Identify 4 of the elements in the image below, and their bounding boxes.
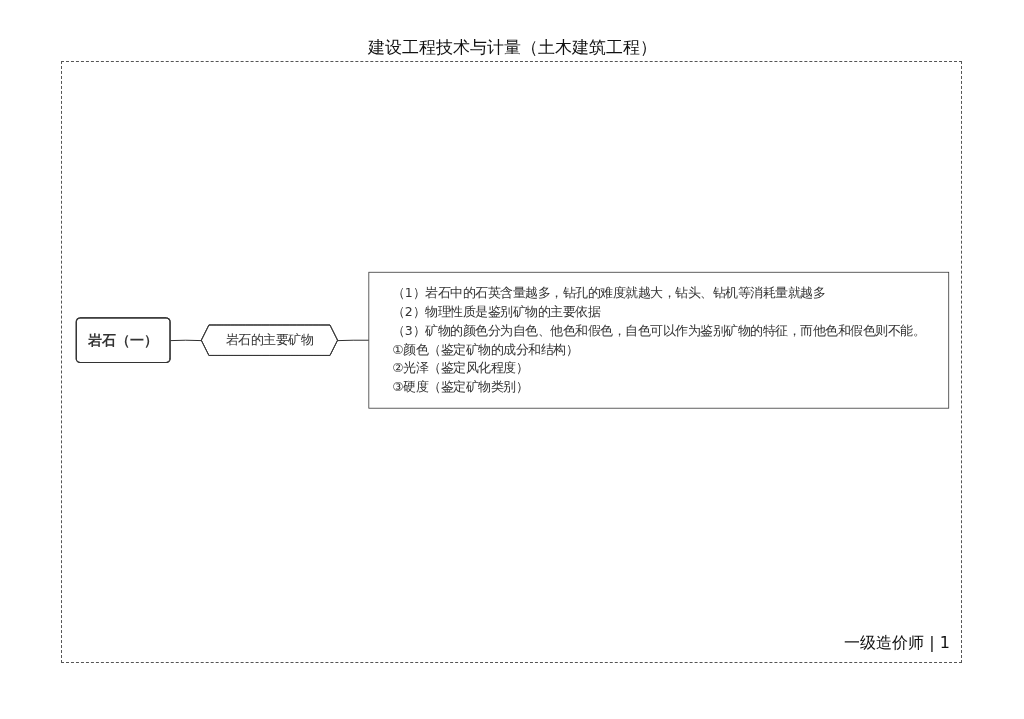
connector xyxy=(337,339,370,341)
page-footer: 一级造价师 | 1 xyxy=(844,633,950,654)
page-title: 建设工程技术与计量（土木建筑工程） xyxy=(366,36,658,59)
node-box: （1）岩石中的石英含量越多，钻孔的难度就越大，钻头、钻机等消耗量就越多 （2）物理性质是鉴别矿物的主要依据 （3）矿物的颜色分为自色、他色和假色，自色可以作为鉴别矿物的特征，而他色和假色则不能。 ①颜色（鉴定矿物的成分和结构） ②光泽（鉴定风化程度） ③硬度（鉴定矿物类别） xyxy=(368,271,950,409)
